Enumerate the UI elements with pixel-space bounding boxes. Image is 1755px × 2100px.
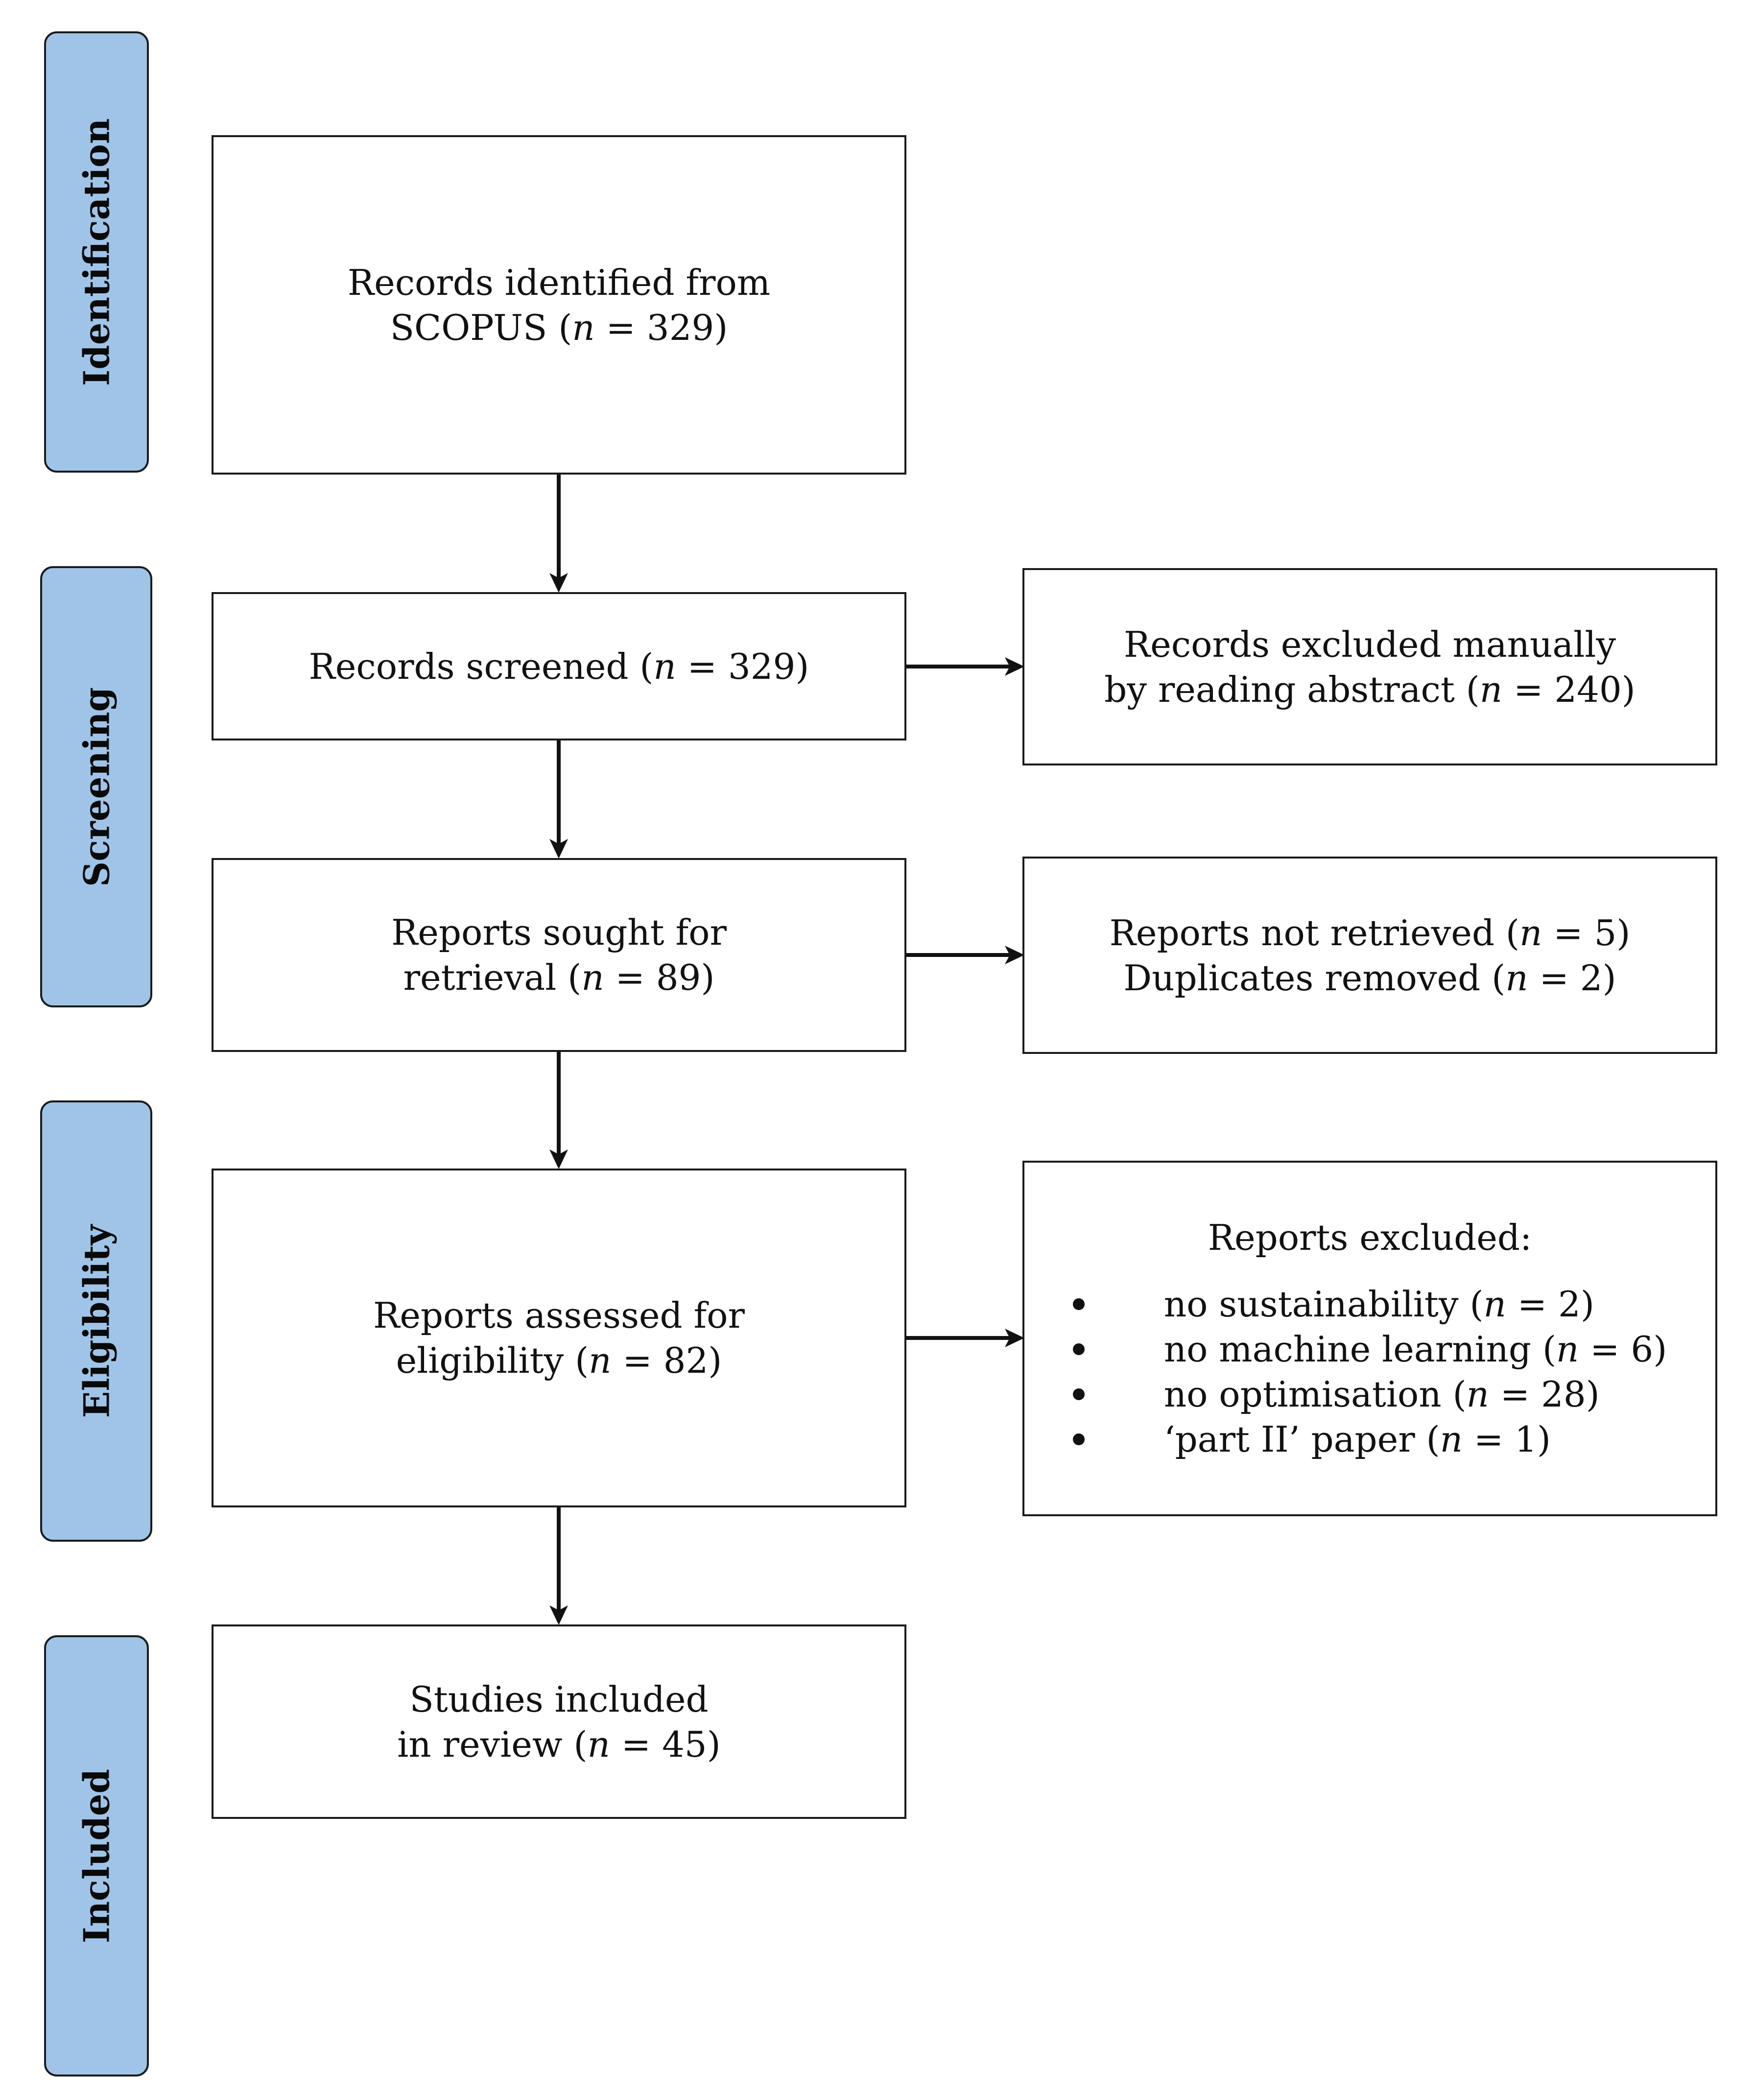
box-records-excluded-manually-text: Records excluded manually by reading abs…	[1104, 622, 1636, 712]
reports-excluded-title: Reports excluded:	[1208, 1217, 1532, 1258]
box-records-identified: Records identified from SCOPUS (n = 329)	[212, 135, 906, 475]
excluded-count: = 1)	[1462, 1419, 1551, 1460]
not-retrieved-prefix: Reports not retrieved (	[1109, 912, 1519, 954]
studies-included-line1: Studies included	[409, 1678, 709, 1720]
duplicates-removed-prefix: Duplicates removed (	[1123, 957, 1506, 999]
box-reports-sought-text: Reports sought for retrieval (n = 89)	[391, 910, 727, 1000]
n-symbol: n	[1466, 1374, 1489, 1415]
box-reports-assessed-text: Reports assessed for eligibility (n = 82…	[373, 1293, 745, 1383]
n-symbol: n	[1440, 1419, 1463, 1460]
arrowhead-sought-to-assessed	[549, 1149, 568, 1169]
box-records-screened: Records screened (n = 329)	[212, 592, 906, 740]
records-excluded-line1: Records excluded manually	[1123, 623, 1616, 665]
duplicates-removed-count: = 2)	[1528, 957, 1616, 999]
records-screened-prefix: Records screened (	[308, 645, 654, 687]
n-symbol: n	[653, 645, 676, 687]
arrowhead-sought-to-not-retrieved	[1005, 946, 1024, 964]
reports-assessed-line1: Reports assessed for	[373, 1295, 745, 1336]
excluded-reason: no optimisation (	[1163, 1374, 1467, 1415]
box-studies-included: Studies included in review (n = 45)	[212, 1624, 906, 1819]
bullet-icon	[1072, 1298, 1085, 1310]
box-reports-not-retrieved-text: Reports not retrieved (n = 5) Duplicates…	[1110, 910, 1631, 1001]
records-excluded-count: = 240)	[1502, 668, 1636, 710]
n-symbol: n	[1483, 1284, 1506, 1325]
reports-sought-count: = 89)	[604, 957, 715, 998]
list-item: no sustainability (n = 2)	[1072, 1282, 1667, 1327]
arrowhead-assessed-to-reports-excluded	[1005, 1329, 1024, 1347]
records-identified-line1: Records identified from	[347, 262, 771, 303]
arrowhead-screened-to-excluded	[1005, 657, 1024, 676]
list-item: ‘part II’ paper (n = 1)	[1072, 1417, 1667, 1462]
arrowhead-assessed-to-included	[549, 1605, 568, 1625]
excluded-reason: ‘part II’ paper (	[1163, 1419, 1440, 1460]
box-reports-assessed: Reports assessed for eligibility (n = 82…	[212, 1169, 906, 1507]
n-symbol: n	[581, 957, 604, 998]
stage-eligibility: Eligibility	[40, 1100, 152, 1542]
studies-included-line2: in review (n = 45)	[397, 1722, 720, 1767]
stage-identification: Identification	[44, 31, 149, 473]
n-symbol: n	[589, 1340, 612, 1381]
bullet-icon	[1072, 1343, 1085, 1355]
box-reports-not-retrieved: Reports not retrieved (n = 5) Duplicates…	[1022, 857, 1717, 1054]
reports-sought-line2: retrieval (n = 89)	[391, 955, 727, 1000]
n-symbol: n	[587, 1723, 610, 1765]
duplicates-removed-line: Duplicates removed (n = 2)	[1110, 955, 1631, 1001]
n-symbol: n	[1479, 668, 1503, 710]
box-reports-excluded: Reports excluded: no sustainability (n =…	[1022, 1161, 1717, 1516]
stage-screening: Screening	[40, 566, 152, 1007]
n-symbol: n	[1505, 957, 1528, 999]
excluded-count: = 6)	[1579, 1329, 1667, 1370]
reports-sought-line1: Reports sought for	[391, 912, 727, 953]
list-item: no optimisation (n = 28)	[1072, 1372, 1667, 1417]
box-reports-sought: Reports sought for retrieval (n = 89)	[212, 858, 906, 1052]
arrowhead-screened-to-sought	[549, 839, 568, 859]
reports-assessed-line2: eligibility (n = 82)	[373, 1338, 745, 1383]
bullet-icon	[1072, 1433, 1085, 1445]
box-records-screened-text: Records screened (n = 329)	[309, 644, 809, 689]
not-retrieved-count: = 5)	[1542, 912, 1631, 954]
reports-excluded-list: no sustainability (n = 2) no machine lea…	[1072, 1282, 1667, 1462]
box-studies-included-text: Studies included in review (n = 45)	[397, 1677, 720, 1767]
stage-included: Included	[44, 1635, 149, 2076]
excluded-count: = 28)	[1489, 1374, 1600, 1415]
records-screened-line1: Records screened (n = 329)	[309, 644, 809, 689]
not-retrieved-line1: Reports not retrieved (n = 5)	[1110, 910, 1631, 955]
records-excluded-line2: by reading abstract (n = 240)	[1104, 667, 1636, 712]
n-symbol: n	[1519, 912, 1542, 954]
reports-sought-prefix: retrieval (	[403, 957, 582, 998]
box-records-identified-text: Records identified from SCOPUS (n = 329)	[348, 260, 770, 350]
box-records-excluded-manually: Records excluded manually by reading abs…	[1022, 568, 1717, 765]
arrowhead-identified-to-screened	[549, 573, 568, 593]
studies-included-count: = 45)	[610, 1723, 721, 1765]
n-symbol: n	[572, 307, 595, 348]
records-identified-line2: SCOPUS (n = 329)	[348, 305, 770, 350]
studies-included-prefix: in review (	[397, 1723, 588, 1765]
reports-assessed-count: = 82)	[611, 1340, 722, 1381]
records-identified-count: = 329)	[594, 307, 728, 348]
records-excluded-prefix: by reading abstract (	[1104, 668, 1480, 710]
n-symbol: n	[1556, 1329, 1579, 1370]
list-item: no machine learning (n = 6)	[1072, 1327, 1667, 1372]
reports-excluded-content: Reports excluded: no sustainability (n =…	[1072, 1215, 1667, 1462]
records-screened-count: = 329)	[676, 645, 809, 687]
excluded-count: = 2)	[1506, 1284, 1594, 1325]
records-identified-prefix: SCOPUS (	[390, 307, 572, 348]
reports-assessed-prefix: eligibility (	[396, 1340, 589, 1381]
excluded-reason: no sustainability (	[1163, 1284, 1484, 1325]
bullet-icon	[1072, 1388, 1085, 1400]
excluded-reason: no machine learning (	[1163, 1329, 1556, 1370]
